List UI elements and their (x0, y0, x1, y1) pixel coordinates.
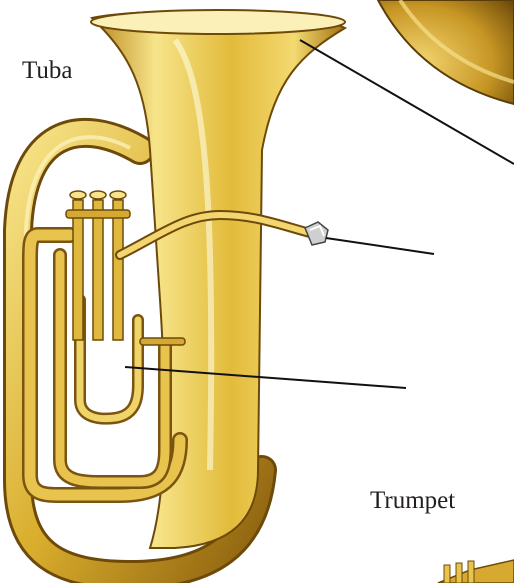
trumpet-label: Trumpet (370, 488, 455, 513)
tuba-drawing (18, 10, 345, 575)
tuba-mouthpiece (305, 222, 328, 245)
tuba-bell (92, 11, 345, 548)
trumpet-partial-drawing (438, 560, 514, 583)
tuba-label: Tuba (22, 58, 73, 83)
leader-line-mouthpiece (326, 238, 434, 254)
corner-instrument-bell (378, 0, 514, 104)
